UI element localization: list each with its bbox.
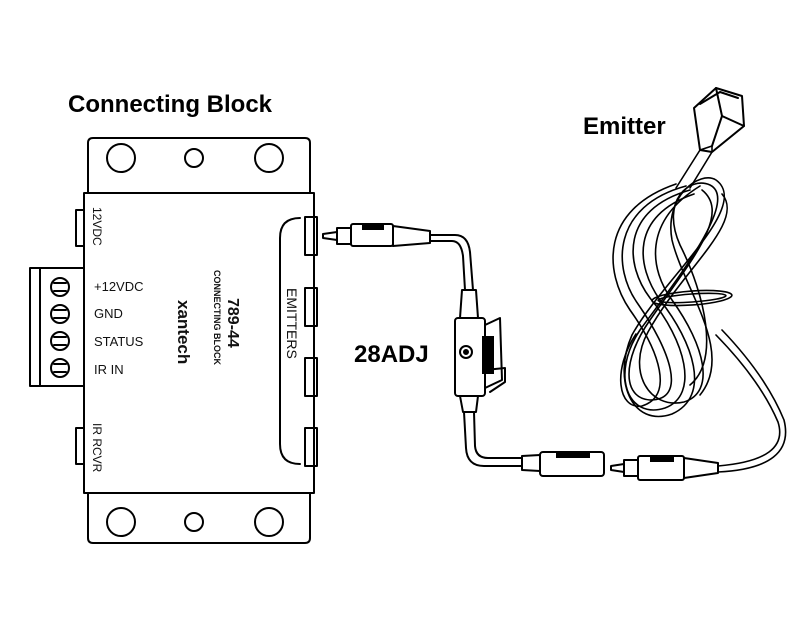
- mount-hole-top-left: [106, 143, 136, 173]
- port-ir-rcvr: [75, 427, 85, 465]
- mount-hole-top-right: [254, 143, 284, 173]
- screw-hole-top: [184, 148, 204, 168]
- emitter-plug: [610, 455, 719, 481]
- model-description: CONNECTING BLOCK: [212, 270, 222, 365]
- terminal-labels: +12VDC GND STATUS IR IN: [94, 279, 144, 377]
- adapter-top-sleeve: [459, 289, 479, 319]
- adapter-clip: [484, 367, 506, 393]
- top-flange: [87, 137, 311, 194]
- emitter-head: [693, 87, 745, 153]
- attenuator-28adj: [454, 289, 506, 413]
- emitter-plug-strain-relief: [683, 457, 719, 479]
- cable-coil: [638, 185, 729, 404]
- mount-hole-bottom-left: [106, 507, 136, 537]
- emitter-plug-ring: [623, 459, 639, 477]
- input-cable-inner: [429, 240, 466, 291]
- emitter-jack-2: [304, 287, 318, 327]
- plug-grip-band: [362, 224, 384, 230]
- extension-socket: [521, 451, 605, 477]
- mount-hole-bottom-right: [254, 507, 284, 537]
- terminal-screw: [50, 358, 70, 378]
- emitter-head-crease: [711, 115, 723, 147]
- adjust-knob-center: [463, 349, 469, 355]
- cable-coil: [623, 177, 725, 418]
- emitter-jack-1: [304, 216, 318, 256]
- mid-cable-outer: [463, 411, 523, 467]
- cable-lead-outer: [715, 334, 781, 467]
- brand-logo-text: xantech: [174, 300, 193, 364]
- cable-lead-inner: [717, 329, 787, 473]
- plug-tip: [322, 231, 338, 241]
- terminal-screw: [50, 304, 70, 324]
- plug-ring: [336, 227, 352, 245]
- emitter-jack-3: [304, 357, 318, 397]
- terminal-screw: [50, 331, 70, 351]
- adapter-title: 28ADJ: [354, 341, 429, 368]
- cable-coil: [621, 185, 713, 401]
- emitter-cable: [612, 145, 787, 473]
- socket-grip-band: [556, 452, 590, 458]
- terminal-label-ir-in: IR IN: [94, 362, 124, 377]
- plug-strain-relief: [392, 225, 431, 247]
- terminal-label-gnd: GND: [94, 306, 123, 321]
- emitters-label: EMITTERS: [284, 288, 300, 359]
- bottom-flange: [87, 492, 311, 544]
- adapter-dark-band: [482, 336, 494, 374]
- terminal-label-12vdc: +12VDC: [94, 279, 144, 294]
- input-plug: [322, 223, 431, 247]
- port-12vdc: [75, 209, 85, 247]
- terminal-screws: [50, 277, 70, 378]
- model-number: 789-44: [224, 298, 241, 348]
- socket-strain-relief: [521, 454, 541, 472]
- cable-tie-inner: [657, 292, 727, 304]
- emitter-title: Emitter: [583, 113, 666, 140]
- adapter-bottom-sleeve: [459, 395, 479, 413]
- mid-cable-inner: [473, 411, 523, 459]
- input-cable-outer: [429, 234, 474, 291]
- terminal-strip: [29, 267, 85, 387]
- terminal-screw: [50, 277, 70, 297]
- terminal-label-status: STATUS: [94, 334, 144, 349]
- connecting-block-title: Connecting Block: [68, 91, 273, 118]
- emitter-jack-4: [304, 427, 318, 467]
- cable-tie: [651, 289, 733, 307]
- emitter-head-body: [693, 87, 745, 153]
- emitter-head-ridge: [699, 91, 739, 105]
- port-12vdc-label: 12VDC: [90, 207, 104, 246]
- adjust-knob-icon: [459, 345, 473, 359]
- screw-hole-bottom: [184, 512, 204, 532]
- emitter-plug-tip: [610, 463, 625, 473]
- connecting-block: 12VDC +12VDC GND STATUS IR IN IR RCVR: [29, 137, 318, 544]
- cable-coil: [612, 183, 677, 407]
- emitter-plug-grip-band: [650, 456, 674, 462]
- emitters-bracket: [279, 217, 301, 465]
- adapter-side-panel: [484, 317, 503, 389]
- cable-coil: [624, 182, 719, 411]
- cable-to-head: [675, 145, 713, 189]
- port-ir-rcvr-label: IR RCVR: [90, 423, 104, 473]
